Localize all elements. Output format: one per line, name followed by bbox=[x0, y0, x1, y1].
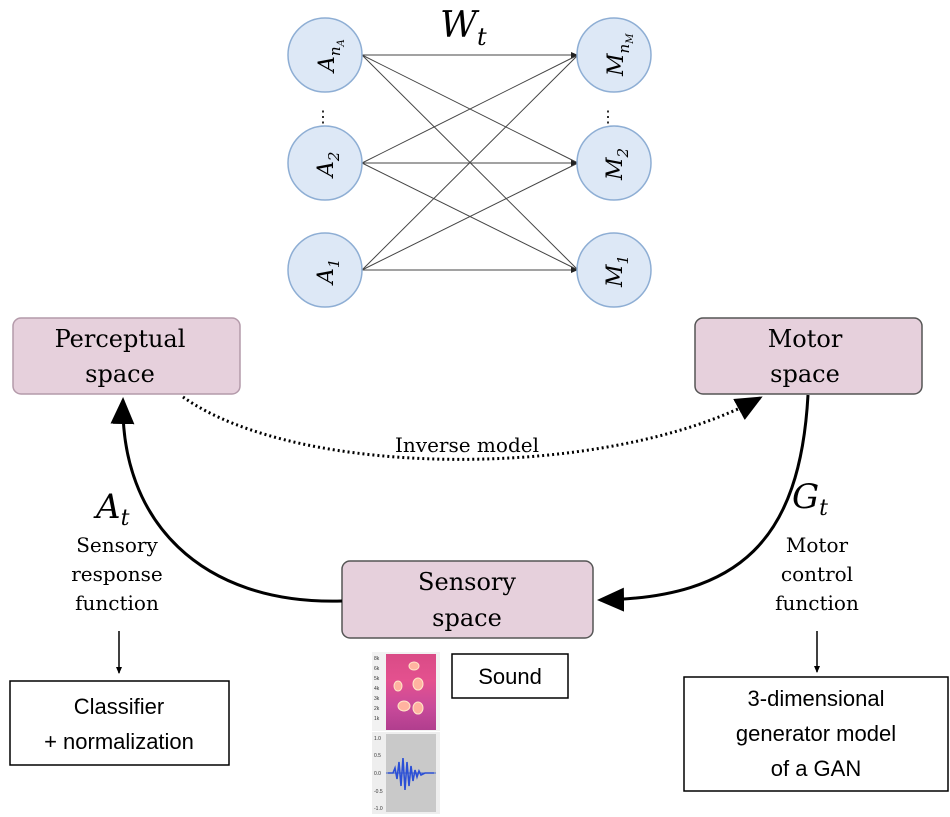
perceptual-space-line1: Perceptual bbox=[55, 325, 186, 353]
node-a-2: A2 bbox=[287, 125, 363, 201]
sensory-space-rect bbox=[341, 560, 594, 639]
inverse-model-label: Inverse model bbox=[395, 433, 539, 457]
sensory-response-line3: function bbox=[75, 591, 159, 615]
node-m-1: M1 bbox=[576, 232, 652, 308]
formant-blob bbox=[408, 661, 420, 671]
spectrogram-ticks: 8k 6k 5k 4k 3k 2k 1k bbox=[374, 656, 380, 722]
node-circle bbox=[576, 17, 652, 93]
waveform bbox=[388, 757, 434, 791]
formant-blob bbox=[393, 680, 403, 692]
inverse-model-arrow bbox=[182, 395, 763, 461]
classifier-line2: + normalization bbox=[44, 729, 194, 754]
node-circle bbox=[287, 125, 363, 201]
wave-tick: -1.0 bbox=[374, 806, 383, 812]
generator-line1: 3-dimensional bbox=[748, 686, 885, 711]
classifier-line1: Classifier bbox=[74, 694, 164, 719]
sensory-space-line2: space bbox=[432, 604, 502, 632]
spec-tick: 5k bbox=[374, 676, 380, 682]
formant-blob bbox=[412, 677, 424, 691]
sound-image: 8k 6k 5k 4k 3k 2k 1k 1.0 0.5 0.0 -0.5 -1… bbox=[372, 652, 440, 814]
motor-space-line1: Motor bbox=[768, 325, 843, 353]
motor-control-line2: control bbox=[781, 562, 853, 586]
spec-tick: 8k bbox=[374, 656, 380, 662]
generator-line3: of a GAN bbox=[771, 756, 861, 781]
spec-tick: 1k bbox=[374, 716, 380, 722]
arrowhead bbox=[571, 52, 578, 58]
motor-control-function: Gt Motor control function bbox=[775, 477, 859, 615]
sensory-response-line1: Sensory bbox=[76, 533, 158, 557]
connection-arrowheads bbox=[571, 52, 578, 273]
ellipsis-right: ⋮ bbox=[600, 107, 616, 126]
generator-line2: generator model bbox=[736, 721, 896, 746]
motor-space-box: Motor space bbox=[694, 317, 923, 395]
node-circle bbox=[287, 232, 363, 308]
ellipsis-left: ⋮ bbox=[315, 107, 331, 126]
node-label: M1 bbox=[603, 255, 632, 288]
perceptual-space-rect bbox=[12, 317, 241, 395]
arrowhead bbox=[571, 160, 578, 166]
sensory-space-line1: Sensory bbox=[418, 568, 516, 596]
sound-rect bbox=[451, 653, 569, 699]
perceptual-space-line2: space bbox=[85, 360, 155, 388]
waveform-ticks: 1.0 0.5 0.0 -0.5 -1.0 bbox=[374, 736, 383, 812]
wave-tick: 0.0 bbox=[374, 771, 381, 777]
formant-blob bbox=[397, 700, 411, 712]
spec-tick: 4k bbox=[374, 686, 380, 692]
node-a-1: A1 bbox=[287, 232, 363, 308]
sensory-response-symbol: At bbox=[93, 487, 130, 531]
node-circle bbox=[576, 232, 652, 308]
motor-space-rect bbox=[694, 317, 923, 395]
wave-tick: 1.0 bbox=[374, 736, 381, 742]
sensory-response-function: At Sensory response function bbox=[71, 487, 162, 615]
spectrogram-hotspots bbox=[393, 661, 424, 715]
connection-line bbox=[361, 162, 579, 271]
connection-lines bbox=[361, 54, 579, 271]
motor-to-sensory-arrow bbox=[597, 394, 810, 612]
wave-tick: 0.5 bbox=[374, 753, 381, 759]
motor-space-line2: space bbox=[770, 360, 840, 388]
sound-label: Sound bbox=[478, 664, 542, 689]
spec-tick: 2k bbox=[374, 706, 380, 712]
connection-line bbox=[361, 54, 579, 164]
connection-line bbox=[361, 54, 579, 271]
wave-tick: -0.5 bbox=[374, 789, 383, 795]
node-label: A2 bbox=[314, 152, 343, 179]
motor-control-symbol: Gt bbox=[792, 477, 828, 521]
formant-blob bbox=[412, 701, 424, 715]
generator-box: 3-dimensional generator model of a GAN bbox=[683, 676, 949, 792]
node-a-nA: AnA bbox=[287, 17, 363, 93]
classifier-rect bbox=[9, 680, 230, 766]
node-m-2: M2 bbox=[576, 125, 652, 201]
motor-control-line3: function bbox=[775, 591, 859, 615]
sensory-to-perceptual-arrow bbox=[110, 397, 343, 603]
node-circle bbox=[287, 17, 363, 93]
sensory-space-box: Sensory space bbox=[341, 560, 594, 639]
motor-control-line1: Motor bbox=[786, 533, 849, 557]
node-m-nM: MnM bbox=[576, 17, 652, 93]
classifier-box: Classifier + normalization bbox=[9, 680, 230, 766]
spec-tick: 6k bbox=[374, 666, 380, 672]
arrowhead bbox=[571, 267, 578, 273]
perceptual-space-box: Perceptual space bbox=[12, 317, 241, 395]
sound-box: Sound bbox=[451, 653, 569, 699]
node-label: MnM bbox=[604, 33, 636, 77]
node-label: AnA bbox=[315, 39, 347, 74]
generator-rect bbox=[683, 676, 949, 792]
node-circle bbox=[576, 125, 652, 201]
spec-tick: 3k bbox=[374, 696, 380, 702]
node-label: M2 bbox=[603, 148, 632, 181]
sensory-response-line2: response bbox=[71, 562, 162, 586]
weight-label: Wt bbox=[440, 5, 487, 51]
weight-network: Wt AnA ⋮ bbox=[287, 5, 652, 308]
node-label: A1 bbox=[314, 259, 343, 286]
